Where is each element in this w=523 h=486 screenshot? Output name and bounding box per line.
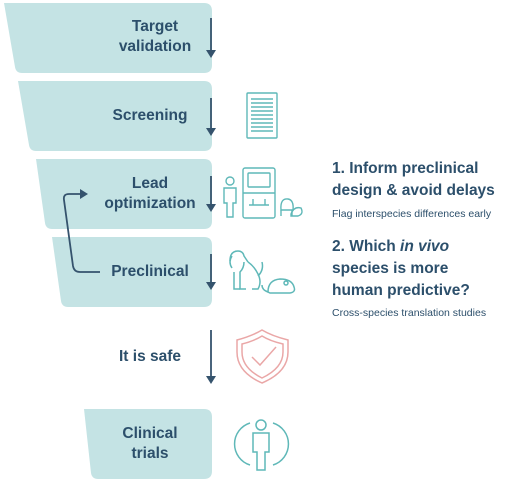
note-2-title-line2: species is more [332, 260, 449, 277]
stage-label-screening: Screening [112, 107, 188, 124]
note-1-title-line2: design & avoid delays [332, 182, 495, 199]
note-2-title-italic: in vivo [400, 238, 450, 255]
stage-shape-clinical-trials [84, 409, 212, 479]
note-2-subtitle: Cross-species translation studies [332, 307, 487, 319]
stage-label-it-is-safe: It is safe [118, 348, 182, 365]
stage-label-lead-optimization: Lead optimization [104, 175, 196, 212]
note-1-title: 1. Inform preclinical design & avoid del… [332, 158, 522, 202]
stage-shape-target-validation [4, 3, 212, 73]
note-1-subtitle: Flag interspecies differences early [332, 208, 492, 220]
down-arrow-icon [206, 50, 216, 58]
stage-label-target-validation: Target validation [118, 18, 192, 55]
human-in-circle-icon [233, 419, 290, 471]
note-2-title: 2. Which in vivo species is more human p… [332, 236, 522, 302]
down-arrow-icon [206, 376, 216, 384]
stage-label-clinical-trials: Clinical trials [122, 425, 178, 462]
human-and-lab-instrument-icon [223, 167, 303, 219]
down-arrow-icon [206, 204, 216, 212]
note-1-title-line1: 1. Inform preclinical [332, 160, 479, 177]
note-2-title-line3: human predictive? [332, 282, 470, 299]
dog-and-mouse-icon [229, 250, 296, 294]
down-arrow-icon [206, 128, 216, 136]
shield-check-icon [236, 329, 289, 384]
down-arrow-icon [206, 282, 216, 290]
stage-shape-lead-optimization [36, 159, 212, 229]
microplate-icon [246, 92, 278, 139]
feedback-loop-arrow [62, 193, 100, 273]
feedback-arrowhead-icon [80, 189, 88, 199]
stage-shape-preclinical [52, 237, 212, 307]
note-2-title-line1: 2. Which in vivo [332, 236, 522, 258]
note-2-title-prefix: 2. Which [332, 238, 401, 255]
stage-shape-screening [18, 81, 212, 151]
stage-label-preclinical: Preclinical [111, 263, 189, 280]
